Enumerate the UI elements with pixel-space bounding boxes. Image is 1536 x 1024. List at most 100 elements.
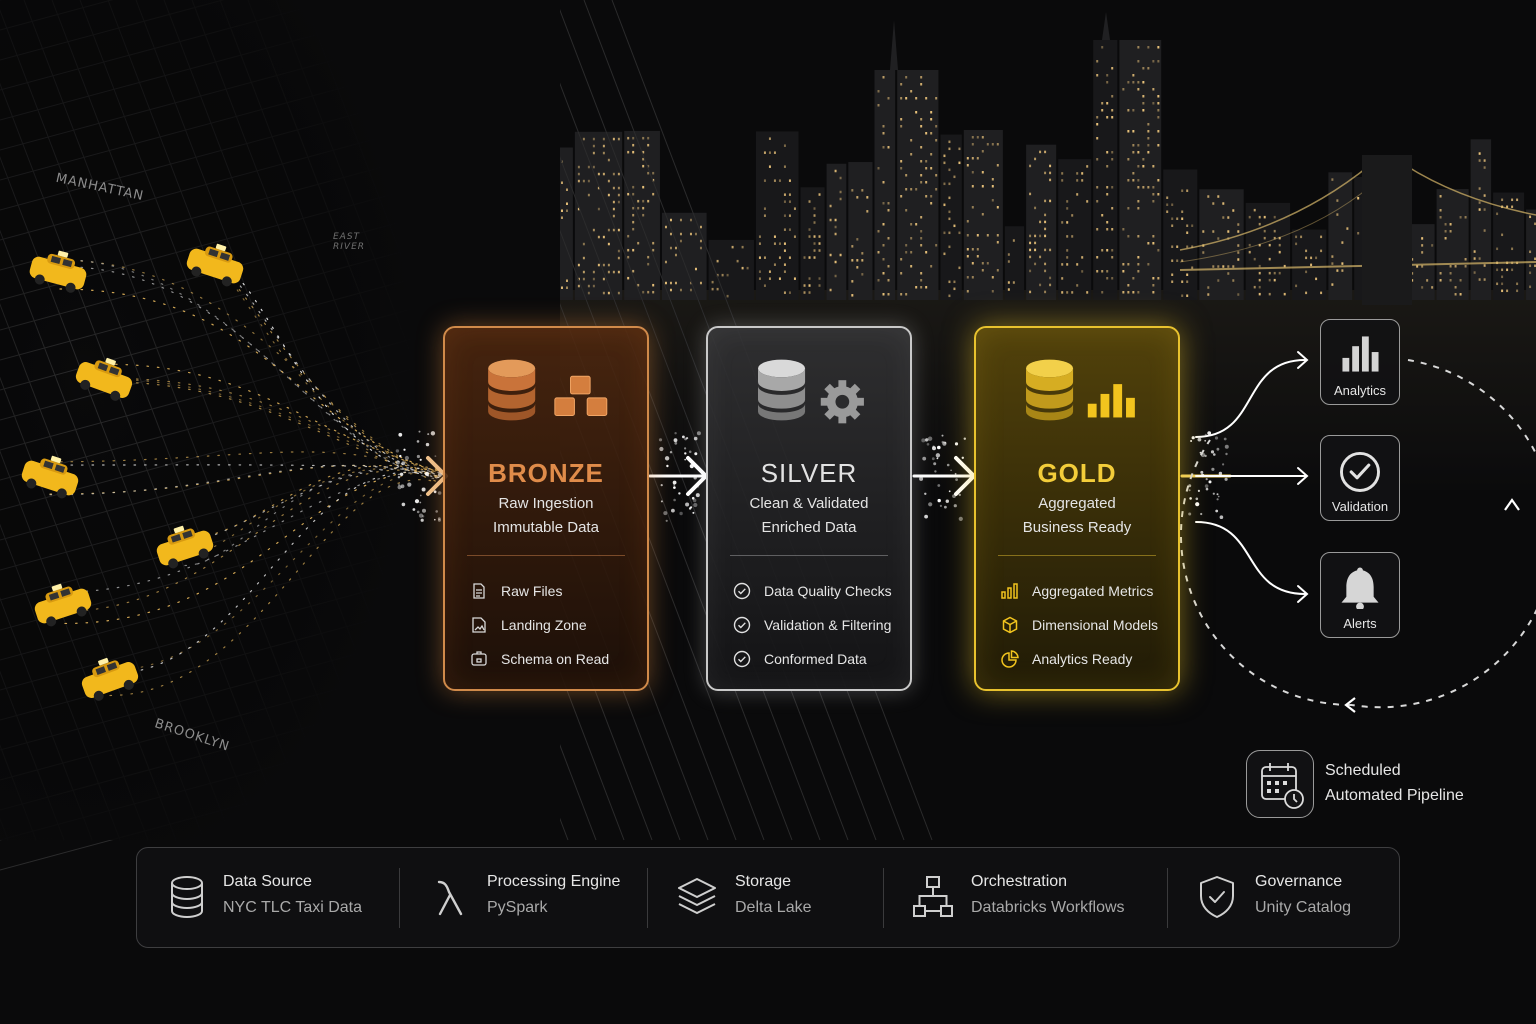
window-light <box>877 104 880 107</box>
building <box>1026 144 1057 300</box>
sparkle <box>673 438 678 443</box>
sparkle <box>684 437 687 441</box>
window-light <box>1222 216 1225 219</box>
bronze-icons <box>488 359 608 421</box>
stage-card-gold[interactable]: GOLD Aggregated Business Ready Aggregate… <box>974 326 1180 691</box>
window-light <box>773 235 776 238</box>
window-light <box>1152 186 1155 189</box>
window-light <box>783 228 786 231</box>
window-light <box>1029 248 1032 252</box>
window-light <box>726 273 729 277</box>
window-light <box>1459 216 1462 219</box>
sparkle <box>919 476 924 481</box>
window-light <box>1132 151 1135 154</box>
output-connectors <box>1195 351 1309 603</box>
window-light <box>637 199 640 203</box>
window-light <box>1142 186 1145 189</box>
window-light <box>582 242 585 246</box>
window-light <box>966 220 969 223</box>
window-light <box>996 269 999 272</box>
window-light <box>1111 158 1114 161</box>
window-light <box>935 244 938 247</box>
window-light <box>900 160 903 163</box>
window-light <box>1157 95 1160 98</box>
window-light <box>1431 286 1434 289</box>
window-light <box>1320 249 1323 253</box>
tech-item-storage: Storage Delta Lake <box>647 848 883 947</box>
window-light <box>1478 278 1481 281</box>
window-light <box>592 228 595 232</box>
sparkle <box>437 517 441 520</box>
window-light <box>1106 102 1109 105</box>
window-light <box>948 196 951 200</box>
window-light <box>1331 255 1334 258</box>
sparkle <box>1214 436 1219 440</box>
sparkle <box>692 511 695 514</box>
window-light <box>674 253 677 257</box>
sparkle <box>419 458 422 461</box>
window-light <box>930 132 933 135</box>
output-validation[interactable]: Validation <box>1320 435 1400 521</box>
sparkle <box>1197 489 1200 492</box>
window-light <box>991 199 994 202</box>
window-light <box>617 270 620 274</box>
window-light <box>1147 144 1150 147</box>
window-light <box>1501 268 1504 272</box>
window-light <box>1176 259 1179 262</box>
window-light <box>1511 268 1514 272</box>
output-alerts[interactable]: Alerts <box>1320 552 1400 638</box>
sparkle <box>1190 440 1193 442</box>
window-light <box>1341 262 1344 265</box>
window-light <box>758 235 761 238</box>
window-light <box>1049 199 1052 203</box>
sparkle <box>425 442 430 447</box>
window-light <box>948 182 951 186</box>
window-light <box>758 277 761 280</box>
window-light <box>1137 144 1140 147</box>
loop-arrowheads <box>1344 498 1520 713</box>
window-light <box>1171 259 1174 262</box>
window-light <box>818 249 821 252</box>
window-light <box>1044 213 1047 217</box>
output-analytics[interactable]: Analytics <box>1320 319 1400 405</box>
window-light <box>1258 285 1261 289</box>
window-light <box>1111 151 1114 154</box>
window-light <box>991 143 994 146</box>
window-light <box>900 97 903 100</box>
stage-card-silver[interactable]: SILVER Clean & Validated Enriched Data D… <box>706 326 912 691</box>
sparkle <box>692 498 697 503</box>
window-light <box>905 76 908 79</box>
window-light <box>721 273 724 277</box>
window-light <box>808 291 811 294</box>
sparkle <box>952 494 956 498</box>
sparkle <box>1207 431 1212 435</box>
sparkle <box>1216 498 1219 501</box>
separator <box>883 868 884 928</box>
window-light <box>1096 186 1099 189</box>
window-light <box>1331 178 1334 181</box>
window-light <box>1157 144 1160 147</box>
window-light <box>642 150 645 154</box>
sparkle <box>939 504 943 507</box>
stage-card-bronze[interactable]: BRONZE Raw Ingestion Immutable Data Raw … <box>443 326 649 691</box>
sparkle <box>434 518 436 521</box>
sparkle <box>955 478 958 481</box>
window-light <box>1044 290 1047 294</box>
window-light <box>1283 264 1286 268</box>
window-light <box>1044 262 1047 266</box>
window-light <box>834 274 837 278</box>
window-light <box>1237 223 1240 226</box>
window-light <box>948 245 951 249</box>
separator <box>399 868 400 928</box>
window-light <box>1142 102 1145 105</box>
sparkle <box>679 511 683 516</box>
window-light <box>1232 279 1235 282</box>
window-light <box>1007 281 1010 284</box>
window-light <box>582 137 585 141</box>
window-light <box>778 179 781 182</box>
sparkle <box>399 472 404 476</box>
window-light <box>689 232 692 236</box>
window-light <box>1029 234 1032 238</box>
window-light <box>612 186 615 190</box>
window-light <box>773 263 776 266</box>
